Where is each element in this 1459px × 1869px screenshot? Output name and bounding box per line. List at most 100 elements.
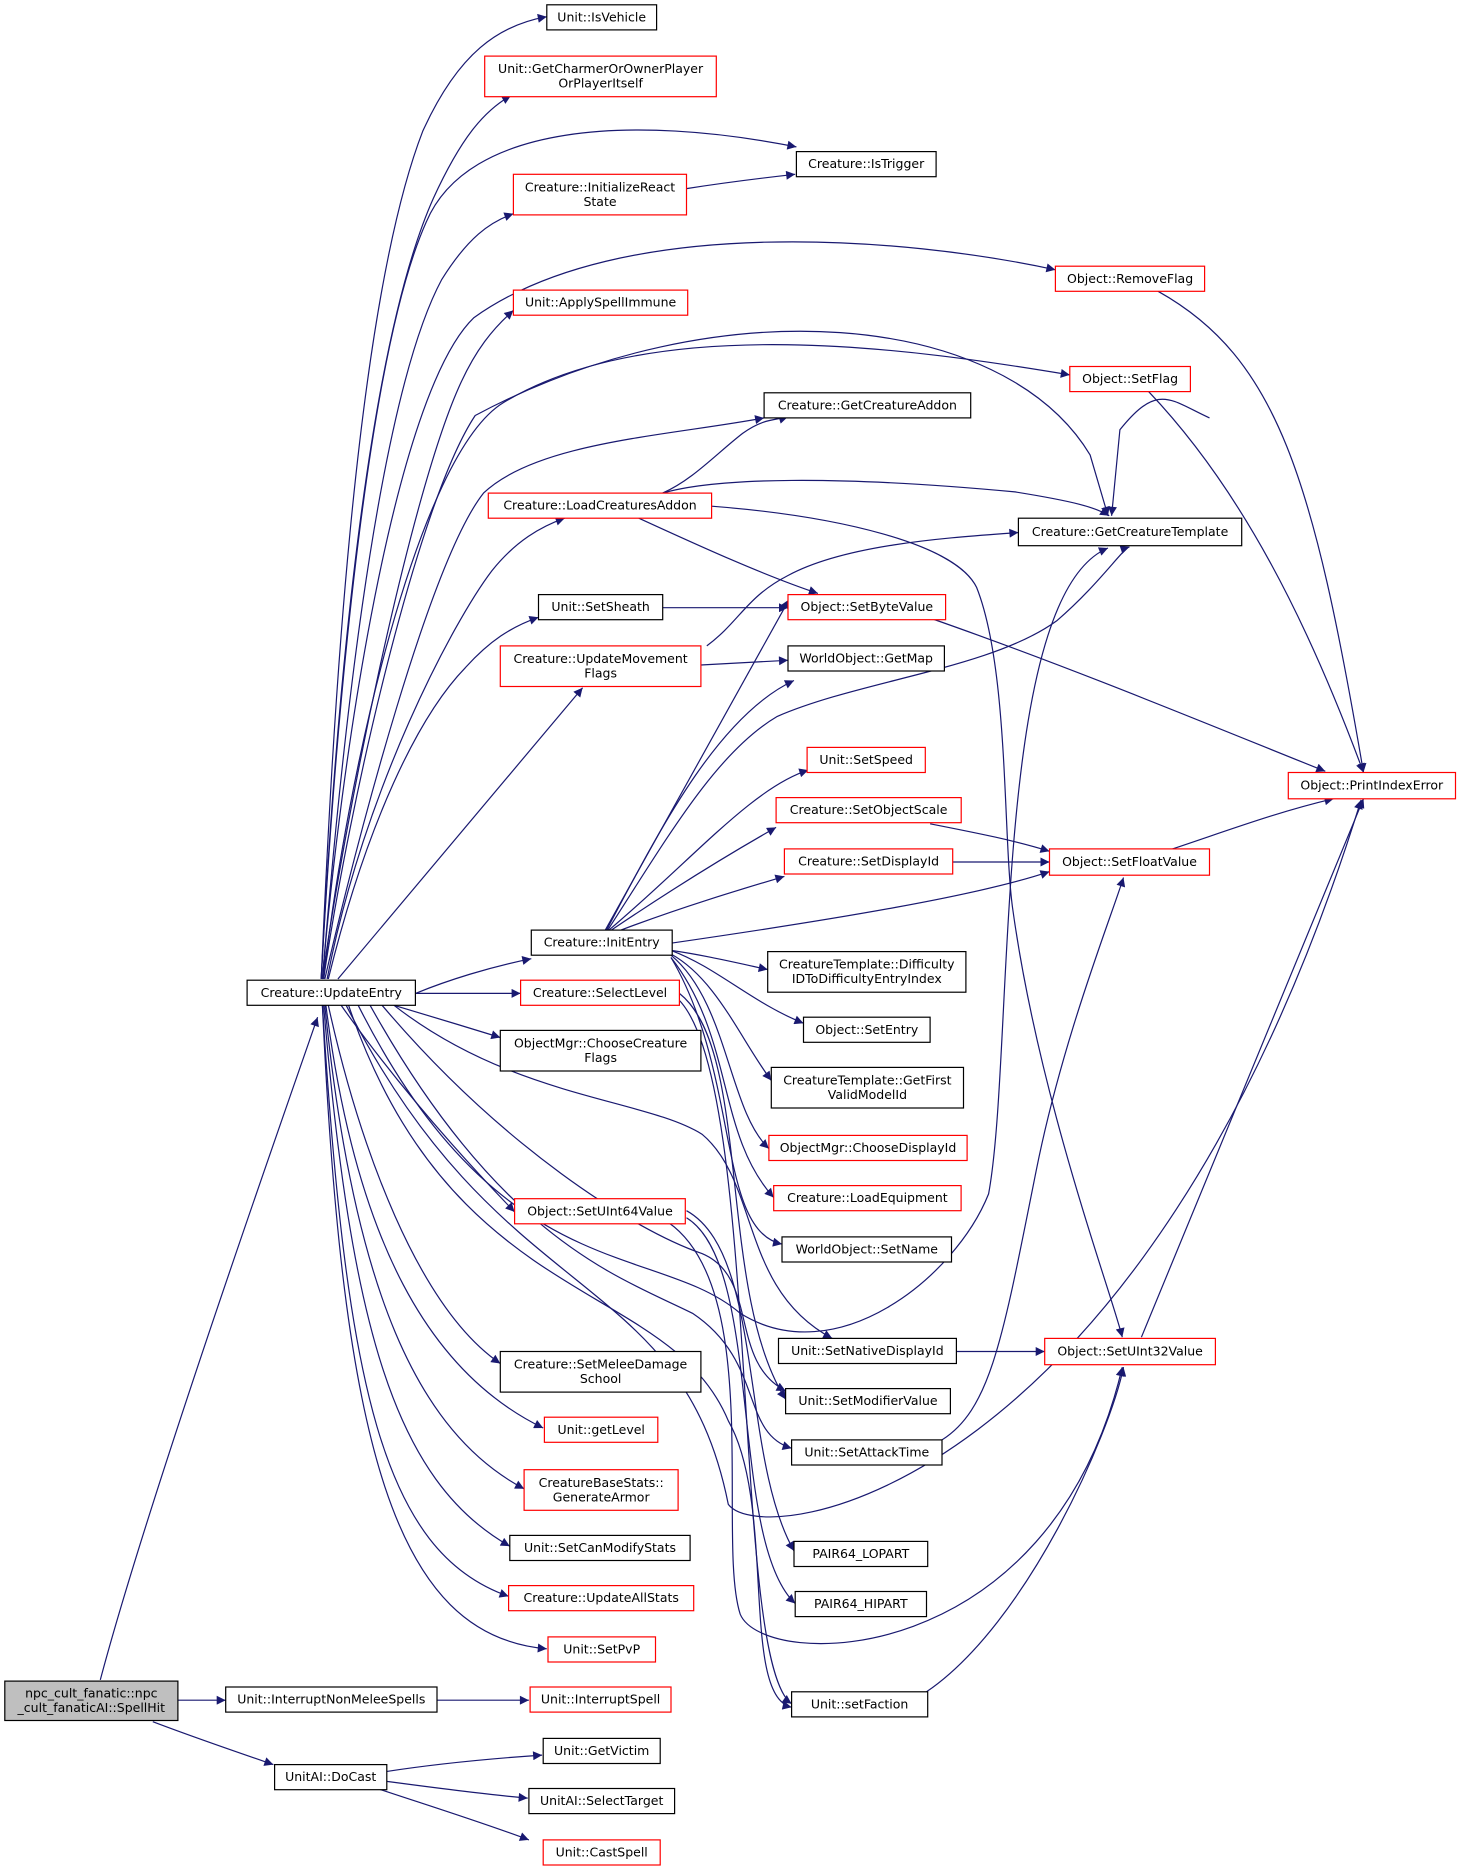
call-edge (337, 687, 584, 980)
node-label: Unit::ApplySpellImmune (525, 295, 677, 310)
function-node-apply-spell-immune[interactable]: Unit::ApplySpellImmune (512, 289, 689, 316)
call-edge (670, 957, 775, 1198)
node-label: UnitAI::DoCast (285, 1769, 376, 1784)
node-label: Unit::SetSheath (551, 599, 649, 614)
node-label: Creature::SetDisplayId (798, 854, 939, 869)
node-label: GenerateArmor (553, 1489, 651, 1504)
node-box (1287, 771, 1457, 800)
function-node-interrupt-non-melee[interactable]: Unit::InterruptNonMeleeSpells (225, 1686, 438, 1713)
function-node-get-map[interactable]: WorldObject::GetMap (787, 645, 945, 672)
node-box (802, 1016, 931, 1043)
function-node-is-trigger[interactable]: Creature::IsTrigger (795, 151, 937, 178)
node-box (499, 645, 702, 688)
function-node-load-equipment[interactable]: Creature::LoadEquipment (773, 1184, 962, 1212)
node-box (542, 1737, 661, 1765)
function-node-generate-armor[interactable]: CreatureBaseStats::GenerateArmor (523, 1469, 679, 1511)
function-node-update-all-stats[interactable]: Creature::UpdateAllStats (508, 1584, 695, 1612)
call-edge (345, 799, 1363, 1518)
function-node-set-native-display-id[interactable]: Unit::SetNativeDisplayId (777, 1337, 957, 1365)
function-node-set-entry[interactable]: Object::SetEntry (802, 1016, 931, 1043)
function-node-load-creatures-addon[interactable]: Creature::LoadCreaturesAddon (487, 492, 713, 519)
node-box (484, 55, 717, 98)
node-box (1044, 1337, 1216, 1366)
node-box (523, 1469, 679, 1511)
function-node-set-display-id[interactable]: Creature::SetDisplayId (783, 848, 954, 875)
call-edge (679, 992, 787, 1400)
function-node-choose-display-id[interactable]: ObjectMgr::ChooseDisplayId (768, 1134, 968, 1162)
function-node-get-charmer[interactable]: Unit::GetCharmerOrOwnerPlayerOrPlayerIts… (484, 55, 717, 98)
call-edge (706, 528, 1019, 647)
function-node-set-float-value[interactable]: Object::SetFloatValue (1048, 848, 1211, 876)
call-edge (670, 949, 768, 973)
call-edge (620, 874, 785, 931)
function-node-set-pv-p[interactable]: Unit::SetPvP (547, 1636, 657, 1663)
call-edge (1157, 290, 1367, 773)
function-node-get-level[interactable]: Unit::getLevel (543, 1416, 659, 1443)
function-node-set-attack-time[interactable]: Unit::SetAttackTime (790, 1439, 943, 1466)
node-label: Unit::InterruptNonMeleeSpells (237, 1692, 425, 1707)
call-edge (610, 826, 777, 931)
function-node-remove-flag[interactable]: Object::RemoveFlag (1054, 265, 1206, 292)
call-edge (393, 1004, 501, 1040)
call-edge (711, 505, 1125, 1338)
function-node-pair-hi[interactable]: PAIR64_HIPART (794, 1590, 928, 1618)
function-node-update-entry[interactable]: Creature::UpdateEntry (246, 979, 417, 1006)
function-node-set-object-scale[interactable]: Creature::SetObjectScale (775, 796, 962, 824)
node-box (781, 1236, 953, 1263)
call-edge (1172, 796, 1334, 850)
node-label: npc_cult_fanatic::npc (25, 1686, 158, 1701)
function-node-set-can-modify-stats[interactable]: Unit::SetCanModifyStats (509, 1534, 691, 1562)
call-edge (607, 545, 1130, 931)
function-node-set-name[interactable]: WorldObject::SetName (781, 1236, 953, 1263)
function-node-set-modifier-value[interactable]: Unit::SetModifierValue (784, 1387, 951, 1415)
function-node-select-target[interactable]: UnitAI::SelectTarget (528, 1787, 676, 1815)
function-node-cast-spell[interactable]: Unit::CastSpell (542, 1839, 661, 1866)
function-node-get-creature-addon[interactable]: Creature::GetCreatureAddon (763, 392, 972, 419)
node-box (512, 289, 689, 316)
node-label: Object::RemoveFlag (1067, 271, 1193, 286)
call-edge (926, 1366, 1127, 1693)
function-node-difficulty-index[interactable]: CreatureTemplate::DifficultyIDToDifficul… (767, 950, 967, 993)
function-node-is-vehicle[interactable]: Unit::IsVehicle (546, 4, 658, 31)
function-node-get-victim[interactable]: Unit::GetVictim (542, 1737, 661, 1765)
function-node-set-speed[interactable]: Unit::SetSpeed (806, 746, 926, 774)
node-box (767, 950, 967, 993)
function-node-do-cast[interactable]: UnitAI::DoCast (274, 1763, 388, 1791)
node-label: Creature::LoadEquipment (787, 1190, 948, 1205)
call-edge (321, 309, 514, 980)
function-node-select-level[interactable]: Creature::SelectLevel (519, 979, 680, 1006)
function-node-set-faction[interactable]: Unit::setFaction (790, 1691, 929, 1718)
function-node-interrupt-spell[interactable]: Unit::InterruptSpell (529, 1686, 672, 1713)
call-edge (377, 1787, 530, 1841)
call-edge (670, 992, 792, 1705)
node-box (1054, 265, 1206, 292)
node-box (508, 1584, 695, 1612)
node-box (1048, 848, 1211, 876)
node-label: Creature::InitializeReact (525, 179, 675, 194)
node-label: Creature::SetMeleeDamage (514, 1357, 688, 1372)
function-node-set-u-int32[interactable]: Object::SetUInt32Value (1044, 1337, 1216, 1366)
function-node-print-index-error[interactable]: Object::PrintIndexError (1287, 771, 1457, 800)
node-label: Unit::CastSpell (556, 1845, 648, 1860)
function-node-set-flag[interactable]: Object::SetFlag (1069, 365, 1192, 393)
function-node-pair-lo[interactable]: PAIR64_LOPART (793, 1540, 929, 1568)
call-edge (670, 953, 772, 1081)
node-label: Creature::InitEntry (544, 935, 661, 950)
node-label: WorldObject::GetMap (799, 651, 933, 666)
function-node-set-u-int64[interactable]: Object::SetUInt64Value (513, 1198, 686, 1225)
function-node-init-entry[interactable]: Creature::InitEntry (530, 929, 673, 956)
function-node-get-creature-template[interactable]: Creature::GetCreatureTemplate (1017, 517, 1243, 547)
function-node-set-sheath[interactable]: Unit::SetSheath (537, 593, 664, 621)
call-edge (326, 516, 565, 980)
node-label: Object::SetFloatValue (1062, 854, 1197, 869)
node-box (1069, 365, 1192, 393)
function-node-set-byte-value[interactable]: Object::SetByteValue (787, 593, 947, 621)
node-box (777, 1337, 957, 1365)
node-box (274, 1763, 388, 1791)
